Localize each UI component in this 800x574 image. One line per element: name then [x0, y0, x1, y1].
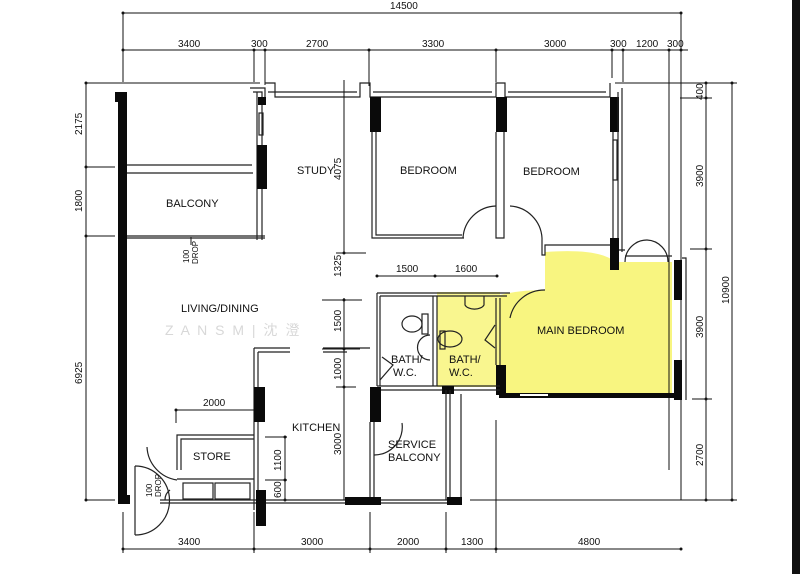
svg-text:3300: 3300	[422, 39, 445, 50]
left-dimensions: 2175 1800 6925	[74, 81, 260, 502]
drop-notes: 100 DROP 100 DROP	[145, 237, 200, 497]
svg-text:1325: 1325	[333, 254, 344, 277]
svg-text:3000: 3000	[301, 537, 324, 548]
svg-text:400: 400	[695, 83, 706, 100]
svg-text:10900: 10900	[721, 276, 732, 304]
svg-text:1800: 1800	[74, 189, 85, 212]
svg-text:2700: 2700	[306, 39, 329, 50]
svg-text:1600: 1600	[455, 264, 478, 275]
svg-text:300: 300	[610, 39, 627, 50]
svg-text:3400: 3400	[178, 39, 201, 50]
interior-dimensions: 4075 1325 1500 1600 1500 1000 2000 3000 …	[203, 157, 499, 498]
svg-text:14500: 14500	[390, 1, 418, 12]
label-bedroom-1: BEDROOM	[400, 165, 457, 177]
label-store: STORE	[193, 451, 231, 463]
svg-text:3400: 3400	[178, 537, 201, 548]
svg-text:1300: 1300	[461, 537, 484, 548]
svg-text:100: 100	[145, 483, 154, 497]
svg-text:1200: 1200	[636, 39, 659, 50]
svg-text:2175: 2175	[74, 112, 85, 135]
svg-text:4800: 4800	[578, 537, 601, 548]
label-bath-2-wc: W.C.	[449, 367, 473, 379]
svg-text:2000: 2000	[203, 398, 226, 409]
svg-text:1500: 1500	[333, 309, 344, 332]
right-dimensions: 400 3900 3900 2700 10900	[470, 81, 737, 502]
svg-text:600: 600	[273, 481, 284, 498]
room-labels: BALCONY STUDY BEDROOM BEDROOM LIVING/DIN…	[166, 165, 624, 464]
svg-text:3900: 3900	[695, 315, 706, 338]
svg-text:2700: 2700	[695, 443, 706, 466]
svg-text:4075: 4075	[333, 157, 344, 180]
svg-text:1000: 1000	[333, 357, 344, 380]
svg-text:300: 300	[251, 39, 268, 50]
label-balcony: BALCONY	[166, 198, 219, 210]
svg-text:DROP: DROP	[154, 474, 163, 497]
walls	[115, 80, 687, 536]
svg-text:300: 300	[667, 39, 684, 50]
svg-text:2000: 2000	[397, 537, 420, 548]
svg-text:6925: 6925	[74, 361, 85, 384]
watermark: Z A N S M | 沈 澄	[165, 322, 301, 338]
main-bedroom-highlight	[500, 251, 672, 398]
label-kitchen: KITCHEN	[292, 422, 340, 434]
label-bath-2: BATH/	[449, 354, 482, 366]
window-edge-bar	[792, 0, 800, 574]
label-living-dining: LIVING/DINING	[181, 303, 259, 315]
svg-text:1500: 1500	[396, 264, 419, 275]
svg-text:100: 100	[182, 249, 191, 263]
label-main-bedroom: MAIN BEDROOM	[537, 325, 624, 337]
label-service-balcony: SERVICE	[388, 439, 436, 451]
svg-text:3000: 3000	[544, 39, 567, 50]
svg-text:3900: 3900	[695, 164, 706, 187]
svg-text:1100: 1100	[273, 449, 284, 471]
svg-text:DROP: DROP	[191, 241, 200, 264]
top-dimensions: 14500 3400 300 2700 3300 3000 300 1200 3…	[121, 1, 688, 500]
svg-text:3000: 3000	[333, 432, 344, 455]
label-bath-1-wc: W.C.	[393, 367, 417, 379]
label-service-balcony-2: BALCONY	[388, 452, 441, 464]
label-bedroom-2: BEDROOM	[523, 166, 580, 178]
label-bath-1: BATH/	[391, 354, 424, 366]
label-study: STUDY	[297, 165, 335, 177]
bottom-dimensions: 3400 3000 2000 1300 4800	[121, 420, 683, 553]
